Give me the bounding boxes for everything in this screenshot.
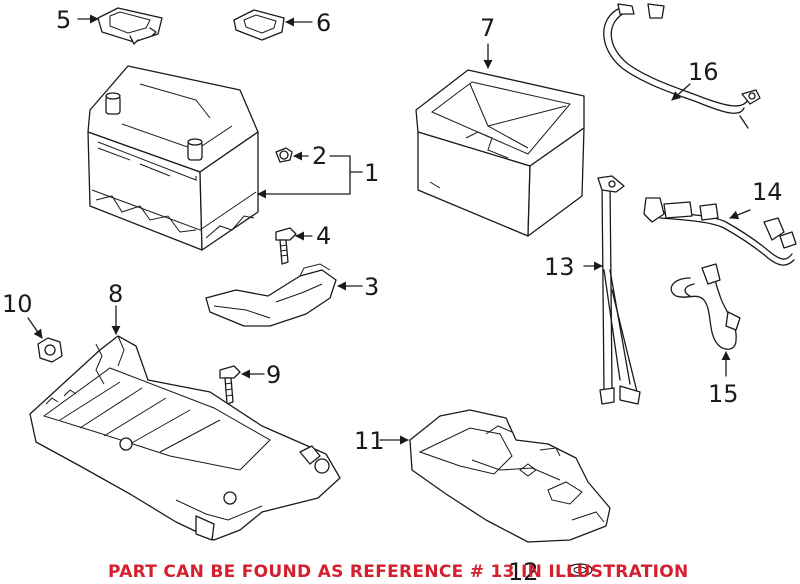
part-6-cover bbox=[233, 9, 285, 41]
part-3-hold-down-bracket bbox=[205, 263, 337, 327]
part-7-battery-box bbox=[415, 69, 585, 237]
callout-4: 4 bbox=[316, 222, 331, 250]
part-2-vent-plug bbox=[275, 147, 293, 163]
part-9-bolt bbox=[219, 365, 241, 405]
callout-16: 16 bbox=[688, 58, 719, 86]
callout-12: 12 bbox=[508, 558, 539, 584]
part-5-terminal-cap bbox=[97, 7, 163, 45]
callout-labels: 5 6 7 16 2 1 14 4 13 3 8 10 9 15 11 12 bbox=[2, 6, 783, 584]
part-8-battery-tray bbox=[29, 335, 341, 541]
callout-8: 8 bbox=[108, 280, 123, 308]
callout-10: 10 bbox=[2, 290, 33, 318]
callout-2: 2 bbox=[312, 142, 327, 170]
part-1-battery bbox=[87, 65, 259, 251]
callout-6: 6 bbox=[316, 9, 331, 37]
part-4-bolt bbox=[275, 227, 297, 265]
part-16-cable bbox=[603, 3, 761, 129]
part-15-ground-cable bbox=[670, 263, 741, 350]
footer-note: PART CAN BE FOUND AS REFERENCE # 13 IN I… bbox=[108, 562, 689, 582]
callout-1: 1 bbox=[364, 159, 379, 187]
part-12-clip bbox=[567, 563, 593, 577]
callout-5: 5 bbox=[56, 6, 71, 34]
part-13-support-rods bbox=[597, 175, 641, 405]
part-11-lower-cover bbox=[409, 409, 611, 543]
callout-3: 3 bbox=[364, 273, 379, 301]
leader-lines bbox=[27, 14, 751, 445]
part-10-nut bbox=[37, 337, 63, 363]
callout-15: 15 bbox=[708, 380, 739, 408]
callout-9: 9 bbox=[266, 361, 281, 389]
callout-11: 11 bbox=[354, 427, 385, 455]
callout-14: 14 bbox=[752, 178, 783, 206]
callout-7: 7 bbox=[480, 14, 495, 42]
part-14-battery-cable bbox=[643, 197, 797, 266]
callout-13: 13 bbox=[544, 253, 575, 281]
